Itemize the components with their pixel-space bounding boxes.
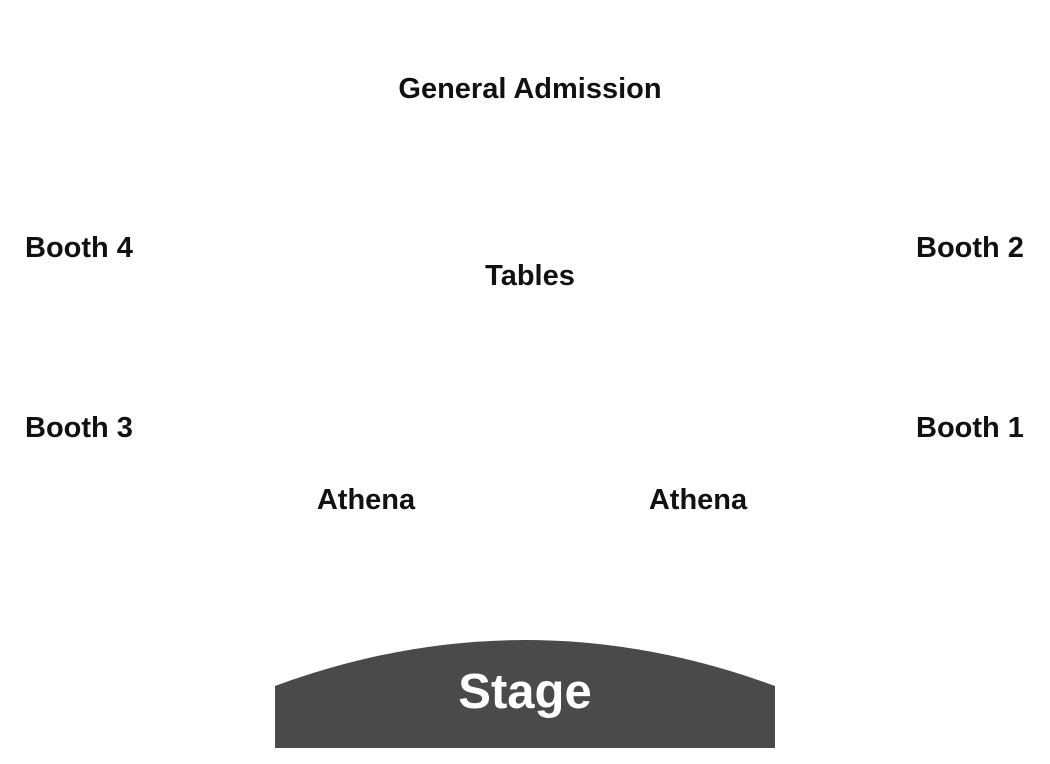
stage-area-path [275,640,775,748]
stage-label: Stage [458,665,592,719]
section-booth-3[interactable]: Booth 3 [25,412,133,444]
section-tables[interactable]: Tables [485,260,575,292]
stage: Stage [275,640,775,748]
stage-shape [275,640,775,748]
section-general-admission[interactable]: General Admission [398,73,662,105]
section-booth-4[interactable]: Booth 4 [25,232,133,264]
section-athena-right[interactable]: Athena [648,484,748,516]
section-athena-left[interactable]: Athena [316,484,416,516]
section-booth-2[interactable]: Booth 2 [916,232,1024,264]
section-booth-1[interactable]: Booth 1 [916,412,1024,444]
